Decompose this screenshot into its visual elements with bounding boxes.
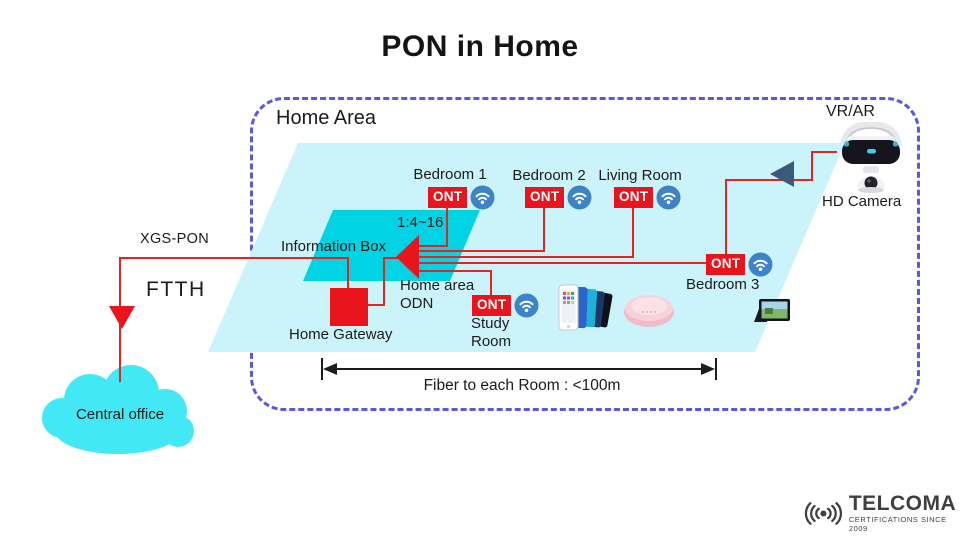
- ont-badge: ONT: [525, 187, 565, 208]
- central-office-label: Central office: [75, 406, 165, 423]
- smartphones-image: [558, 284, 613, 331]
- ftth-label: FTTH: [146, 278, 206, 301]
- living-room-label: Living Room: [598, 167, 682, 184]
- bedroom3-label: Bedroom 3: [686, 276, 760, 293]
- xgs-pon-label: XGS-PON: [140, 231, 209, 247]
- fiber-length-label: Fiber to each Room : <100m: [423, 377, 621, 394]
- dome-camera-image: [857, 166, 885, 193]
- wifi-icon: [567, 185, 592, 210]
- ftth-down-arrow: [109, 306, 135, 329]
- home-area-label: Home Area: [276, 107, 377, 129]
- study-room-label: Study Room: [471, 315, 512, 350]
- ont-badge: ONT: [472, 295, 512, 316]
- vr-ar-label: VR/AR: [826, 103, 875, 120]
- smart-hub-image: [624, 295, 674, 327]
- wifi-icon: [470, 185, 495, 210]
- wifi-icon: [748, 252, 773, 277]
- wifi-icon: [656, 185, 681, 210]
- hd-camera-label: HD Camera: [822, 193, 902, 210]
- home-gateway-label: Home Gateway: [289, 326, 393, 343]
- ont-living-room: ONT: [614, 185, 681, 210]
- logo-tagline: CERTIFICATIONS SINCE 2009: [848, 515, 947, 533]
- ont-badge: ONT: [614, 187, 654, 208]
- telcoma-logo: TELCOMA CERTIFICATIONS SINCE 2009: [802, 493, 960, 533]
- logo-name: TELCOMA: [848, 492, 957, 515]
- ont-study-room: ONT: [472, 293, 539, 318]
- ont-bedroom3: ONT: [706, 252, 773, 277]
- ont-badge: ONT: [428, 187, 468, 208]
- ont-bedroom2: ONT: [525, 185, 592, 210]
- bedroom1-label: Bedroom 1: [413, 166, 487, 183]
- information-box-label: Information Box: [281, 238, 387, 255]
- vr-headset-image: [840, 122, 902, 164]
- tablet-image: [754, 299, 790, 322]
- wifi-icon: [514, 293, 539, 318]
- ont-badge: ONT: [706, 254, 746, 275]
- home-area-odn-label: Home area ODN: [400, 277, 475, 312]
- page-title: PON in Home: [381, 30, 579, 63]
- splitter-ratio-label: 1:4~16: [397, 214, 444, 231]
- ont-bedroom1: ONT: [428, 185, 495, 210]
- telcoma-signal-icon: [804, 502, 843, 525]
- bedroom2-label: Bedroom 2: [512, 167, 586, 184]
